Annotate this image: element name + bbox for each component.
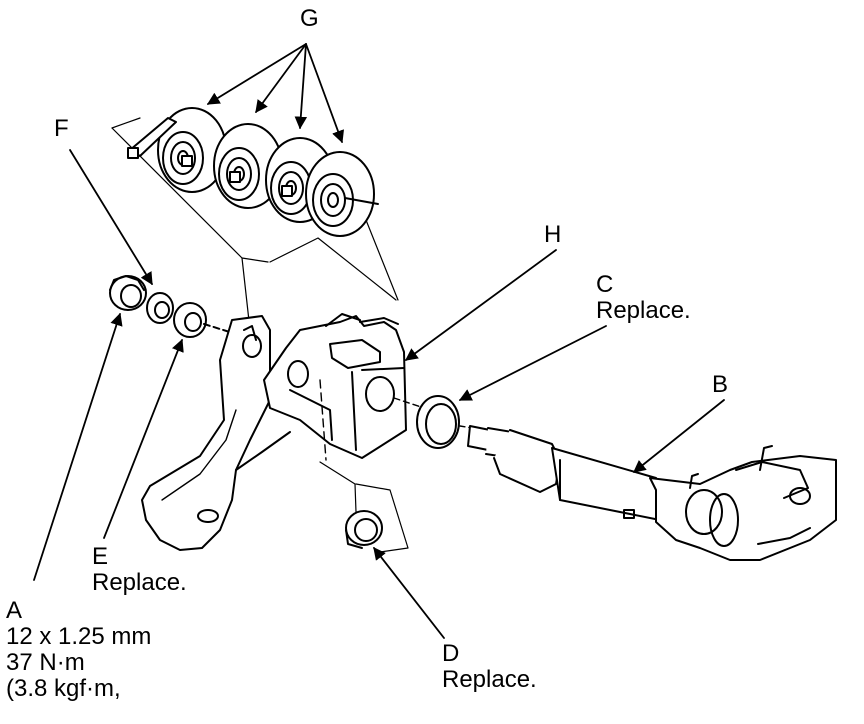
- callout-g: G: [300, 6, 319, 32]
- leader-e: [103, 338, 184, 539]
- callout-d: D Replace.: [442, 641, 537, 693]
- leader-g-1: [206, 43, 307, 105]
- callout-h: H: [544, 222, 561, 248]
- leader-f: [69, 149, 153, 286]
- callout-d-letter: D: [442, 640, 460, 667]
- callout-g-letter: G: [300, 5, 319, 32]
- spring-4: [281, 151, 379, 237]
- callout-e-note: Replace.: [92, 569, 187, 596]
- leader-lines: [33, 43, 725, 639]
- callout-h-letter: H: [544, 221, 562, 248]
- leader-d: [373, 547, 445, 639]
- leader-g-3: [294, 43, 308, 130]
- callout-a-line-2: 37 N·m: [6, 649, 85, 676]
- leader-h: [404, 249, 557, 361]
- bushing-d: [345, 510, 383, 549]
- callout-c-note: Replace.: [596, 297, 691, 324]
- callout-e-letter: E: [92, 543, 109, 570]
- leader-a: [33, 312, 123, 581]
- callout-a-line-3: (3.8 kgf·m,: [6, 675, 121, 702]
- callout-d-note: Replace.: [442, 666, 537, 693]
- leader-c: [458, 325, 607, 401]
- callout-a: A 12 x 1.25 mm 37 N·m (3.8 kgf·m,: [6, 598, 151, 702]
- callout-f: F: [54, 116, 69, 142]
- bracket-block-h: [263, 313, 431, 461]
- callout-e: E Replace.: [92, 544, 187, 596]
- washer-f: [146, 292, 174, 324]
- callout-a-letter: A: [6, 597, 23, 624]
- springs-g: [127, 107, 379, 237]
- spring-1: [127, 107, 227, 193]
- leader-g-4: [305, 43, 345, 144]
- callout-b-letter: B: [712, 371, 729, 398]
- callout-c: C Replace.: [596, 272, 691, 324]
- nut-a: [109, 275, 147, 311]
- leader-g-2: [255, 43, 307, 114]
- leader-b: [633, 399, 725, 473]
- bracket-plate: [141, 315, 291, 551]
- bushing-e: [173, 302, 237, 338]
- callout-c-letter: C: [596, 271, 614, 298]
- shaft-b: [467, 425, 837, 561]
- callout-a-line-1: 12 x 1.25 mm: [6, 623, 152, 650]
- callout-f-letter: F: [54, 115, 69, 142]
- callout-b: B: [712, 372, 728, 398]
